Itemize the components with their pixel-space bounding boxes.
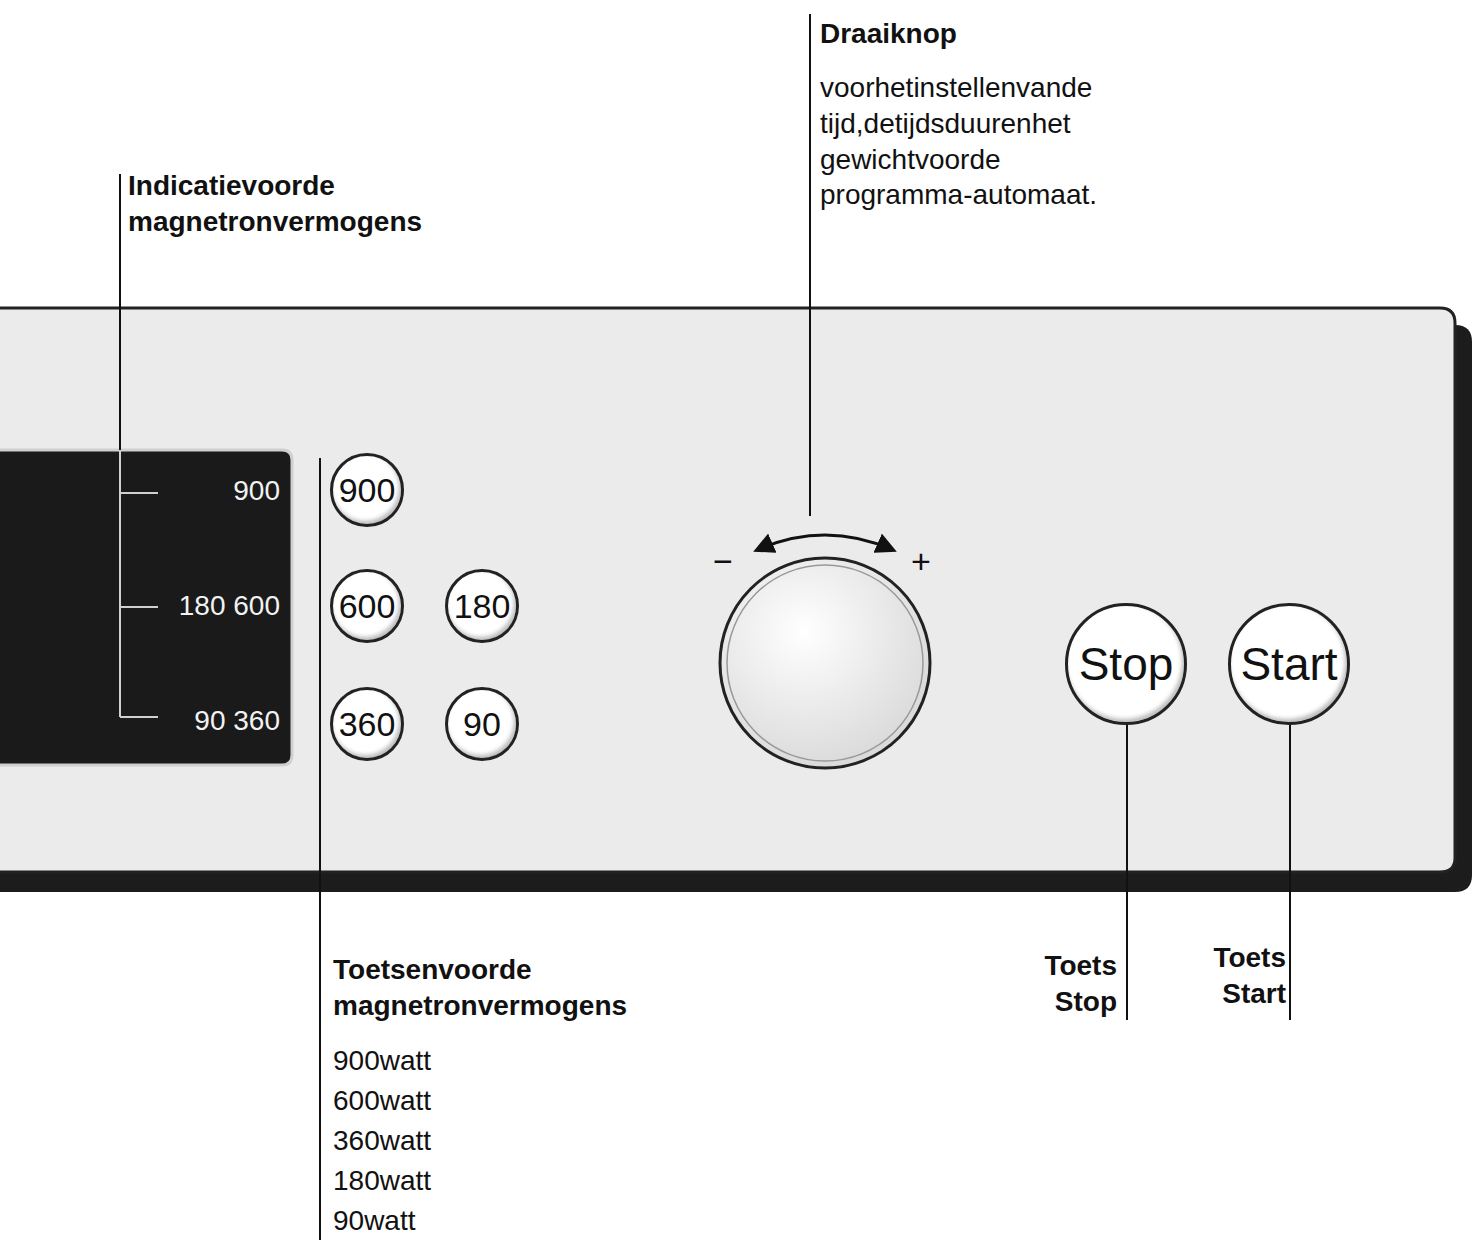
control-panel [0, 308, 1455, 872]
bracket-tick [120, 716, 158, 718]
leader-line [1289, 724, 1291, 1020]
key-label: 180 [454, 587, 511, 626]
bracket-tick [120, 606, 158, 608]
rotary-knob-rim [727, 565, 923, 761]
rotary-knob [720, 558, 930, 768]
start-key: Start [1228, 603, 1350, 725]
leader-line [319, 458, 321, 1240]
stop-key: Stop [1065, 603, 1187, 725]
leader-line [809, 14, 811, 516]
rotation-arrow [757, 535, 893, 550]
power-value: 360watt [333, 1123, 533, 1159]
leader-line [119, 450, 121, 717]
power-key: 180 [445, 569, 519, 643]
display-panel: 900 180 600 90 360 [0, 450, 292, 765]
key-label: 360 [339, 705, 396, 744]
power-key: 900 [330, 453, 404, 527]
power-value: 180watt [333, 1163, 533, 1199]
leader-line [119, 174, 121, 450]
part-name: Indicatievoorde magnetronvermogens [128, 168, 448, 240]
power-indicator: 90 360 [194, 705, 280, 737]
key-label: Start [1240, 637, 1337, 691]
power-key: 600 [330, 569, 404, 643]
power-value: 90watt [333, 1203, 533, 1239]
minus-sign: − [708, 540, 738, 584]
power-indicator: 900 [233, 475, 280, 507]
power-value: 900watt [333, 1043, 533, 1079]
description-note: voorhetinstellenvande tijd,detijdsduuren… [820, 70, 1150, 213]
power-key: 360 [330, 687, 404, 761]
power-indicator: 180 600 [179, 590, 280, 622]
part-name: Draaiknop [820, 16, 1120, 52]
part-name: Toets Start [1196, 940, 1286, 1012]
key-label: 90 [463, 705, 501, 744]
key-label: 900 [339, 471, 396, 510]
leader-line [1126, 724, 1128, 1020]
power-key: 90 [445, 687, 519, 761]
power-value: 600watt [333, 1083, 533, 1119]
bracket-tick [120, 492, 158, 494]
key-label: 600 [339, 587, 396, 626]
key-label: Stop [1079, 637, 1174, 691]
part-name: Toetsenvoorde magnetronvermogens [333, 952, 673, 1024]
plus-sign: + [906, 540, 936, 584]
display-panel [0, 450, 292, 765]
part-name: Toets Stop [1005, 948, 1117, 1020]
